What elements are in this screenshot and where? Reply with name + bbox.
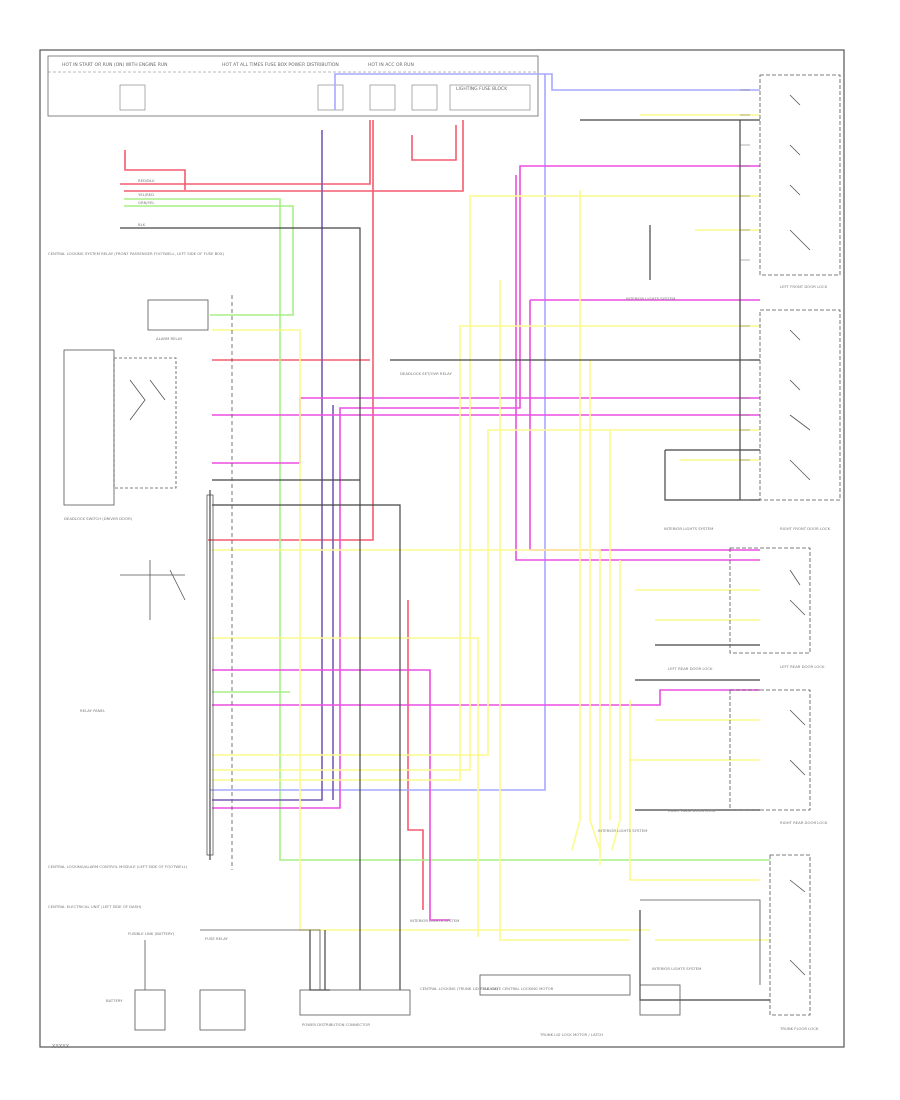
label-deadlock-sw-relay: DEADLOCK SET/OVR RELAY xyxy=(400,371,452,376)
green-wires xyxy=(124,198,770,861)
wire-code-c1: RED/BLU xyxy=(138,178,155,183)
label-interior-lights: INTERIOR LIGHTS SYSTEM xyxy=(410,918,459,923)
label-relay-panel: RELAY PANEL xyxy=(80,708,106,713)
wire-code-labels: RED/BLU YEL/RED GRN/YEL BLK xyxy=(138,178,155,227)
label-right-rear-door-lock: RIGHT REAR DOOR LOCK xyxy=(668,808,716,813)
label-right-rear: RIGHT REAR DOOR LOCK xyxy=(780,820,828,825)
label-power-distribution: POWER DISTRIBUTION CONNECTOR xyxy=(302,1022,370,1027)
wire-code-c3: GRN/YEL xyxy=(138,200,155,205)
title-fuse-block: LIGHTING FUSE BLOCK xyxy=(456,86,508,92)
left-components xyxy=(63,295,233,870)
title-hot-in-acc: HOT IN ACC OR RUN xyxy=(368,62,414,68)
right-lock-assemblies xyxy=(729,74,841,1016)
label-fuse-link: FUSIBLE LINK (BATTERY) xyxy=(128,931,175,936)
black-wires xyxy=(120,119,770,1001)
label-control-module: CENTRAL LOCKING/ALARM CONTROL MODULE (LE… xyxy=(48,864,188,869)
label-central-control-unit: CENTRAL ELECTRICAL UNIT (LEFT SIDE OF DA… xyxy=(48,904,142,909)
wire-code-c4: BLK xyxy=(138,222,146,227)
wire-code-c2: YEL/RED xyxy=(138,192,154,197)
label-fuse-relay: FUSE RELAY xyxy=(205,936,229,941)
label-interior-lamp-2: INTERIOR LIGHTS SYSTEM xyxy=(664,526,713,531)
label-central-locking: CENTRAL LOCKING SYSTEM RELAY (FRONT PASS… xyxy=(48,251,225,256)
label-trunk-lock: TRUNK LID LOCK MOTOR / LATCH xyxy=(539,1032,603,1037)
component-labels: CENTRAL LOCKING SYSTEM RELAY (FRONT PASS… xyxy=(48,251,831,1037)
label-alarm-relay: ALARM RELAY xyxy=(156,336,183,341)
label-trunk-lid: TRUNK FLOOR LOCK xyxy=(779,1026,819,1031)
page-id: XXXXX xyxy=(52,1044,70,1050)
diagram-frame xyxy=(39,49,845,1048)
label-left-rear: LEFT REAR DOOR LOCK xyxy=(780,664,825,669)
magenta-wires xyxy=(212,165,760,921)
label-trunk-lid-light: CENTRAL LOCKING (TRUNK LID RELEASE) xyxy=(420,986,499,991)
connector-ticks xyxy=(740,89,750,501)
label-interior-lamp-1: INTERIOR LIGHTS SYSTEM xyxy=(626,296,675,301)
title-hot-at-all-times: HOT AT ALL TIMES FUSE BOX POWER DISTRIBU… xyxy=(222,62,339,68)
title-hot-start-run: HOT IN START OR RUN (ON) WITH ENGINE RUN xyxy=(62,62,168,68)
label-tail-lamp: TAIL GATE CENTRAL LOCKING MOTOR xyxy=(481,986,554,991)
purple-wires xyxy=(212,130,334,801)
label-deadlock-switch: DEADLOCK SWITCH (DRIVER DOOR) xyxy=(64,516,133,521)
top-power-boxes: HOT IN START OR RUN (ON) WITH ENGINE RUN… xyxy=(47,55,539,117)
label-interior-lamp-4: INTERIOR LIGHTS SYSTEM xyxy=(652,966,701,971)
label-interior-lamp-3: INTERIOR LIGHTS SYSTEM xyxy=(598,828,647,833)
label-battery: BATTERY xyxy=(106,998,123,1003)
label-right-front: RIGHT FRONT DOOR LOCK xyxy=(780,526,831,531)
label-left-front: LEFT FRONT DOOR LOCK xyxy=(780,284,828,289)
bottom-components xyxy=(134,899,761,1031)
blue-wires xyxy=(210,73,760,791)
label-left-rear-door-lock: LEFT REAR DOOR LOCK xyxy=(668,666,713,671)
red-wires xyxy=(120,120,464,910)
yellow-wires xyxy=(212,114,770,941)
